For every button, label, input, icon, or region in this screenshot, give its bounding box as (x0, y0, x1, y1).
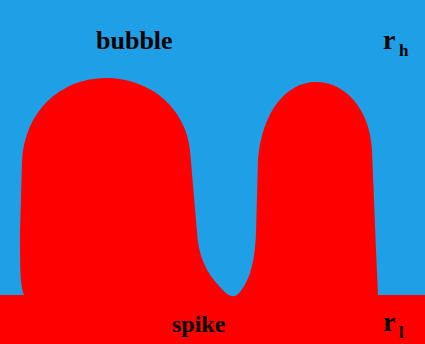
light-fluid (0, 78, 425, 344)
density-subscript: l (399, 324, 404, 341)
region-label: bubble (96, 28, 173, 54)
density-symbol: r (383, 26, 395, 54)
density-subscript: h (399, 42, 408, 59)
density-symbol: r (383, 308, 395, 336)
region-label: spike (172, 312, 225, 336)
